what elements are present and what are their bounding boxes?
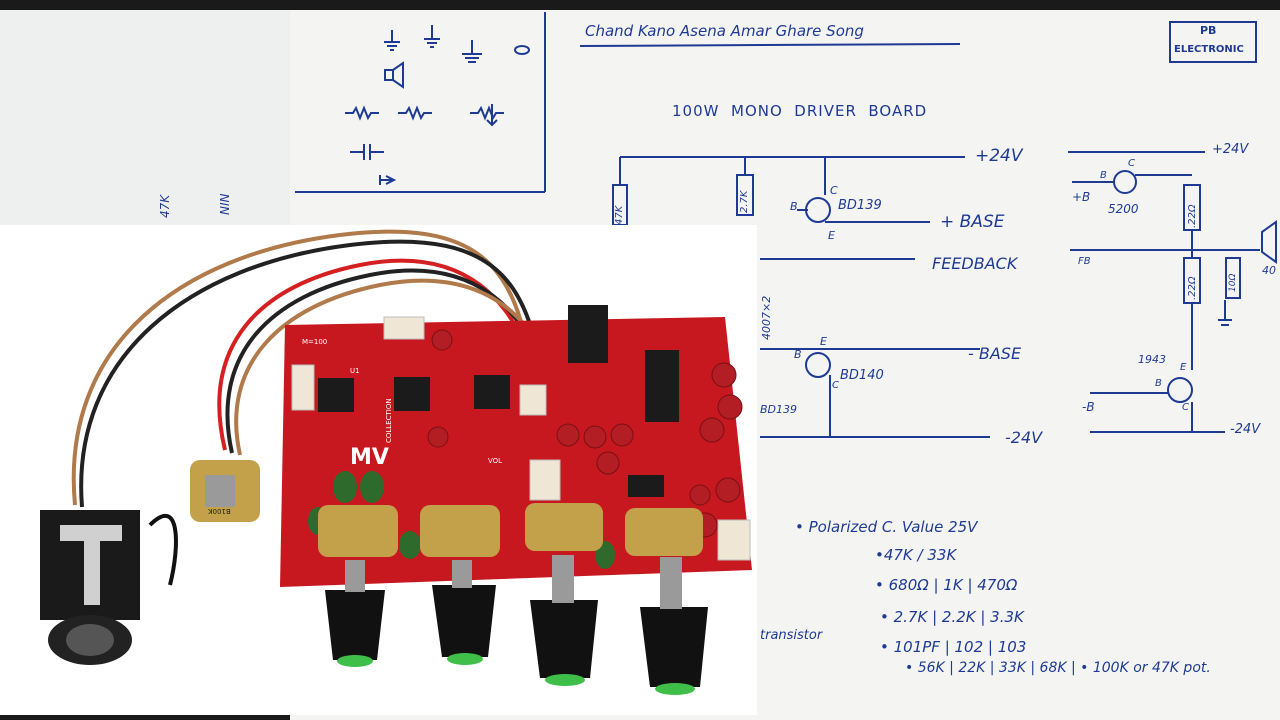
silk-collection: COLLECTION bbox=[385, 398, 393, 443]
note-2: •47K / 33K bbox=[875, 546, 957, 564]
silk-vol: VOL bbox=[488, 457, 503, 465]
label-minus-base: - BASE bbox=[968, 344, 1022, 363]
label-4007: 4007×2 bbox=[760, 295, 773, 340]
silk-top: M=100 bbox=[302, 338, 328, 346]
note-4: • 2.7K | 2.2K | 3.3K bbox=[880, 608, 1024, 626]
silk-brand: MV bbox=[350, 445, 389, 470]
pin-c-1943: C bbox=[1182, 402, 1189, 413]
label-feedback: FEEDBACK bbox=[932, 254, 1018, 273]
label-bd140: BD140 bbox=[840, 368, 884, 383]
pin-b-b: B bbox=[794, 348, 802, 361]
note-1: • Polarized C. Value 25V bbox=[795, 518, 978, 536]
label-plus-base: + BASE bbox=[940, 212, 1005, 232]
transistor-note: transistor bbox=[760, 628, 823, 643]
brand-pb: PB bbox=[1200, 24, 1217, 37]
pin-e-a: E bbox=[828, 229, 835, 242]
note-3: • 680Ω | 1K | 470Ω bbox=[875, 576, 1018, 594]
brand-electronic: ELECTRONIC bbox=[1174, 44, 1244, 55]
label-plus24-b: +24V bbox=[1212, 142, 1249, 157]
pin-b-a: B bbox=[790, 200, 798, 213]
pin-b-1943: B bbox=[1155, 378, 1162, 389]
left-label-47k: 47K bbox=[158, 194, 172, 218]
label-1943: 1943 bbox=[1138, 353, 1166, 366]
pin-e-1943: E bbox=[1180, 362, 1187, 373]
board-title: 100W MONO DRIVER BOARD bbox=[672, 102, 928, 120]
label-fb: FB bbox=[1078, 256, 1091, 267]
label-bd139: BD139 bbox=[838, 198, 882, 213]
left-label-nin: NIN bbox=[218, 193, 232, 216]
silk-u1: U1 bbox=[350, 367, 360, 375]
label-minus-b: -B bbox=[1082, 400, 1095, 414]
label-plus-b: +B bbox=[1072, 190, 1091, 204]
pin-c-b: C bbox=[832, 380, 839, 391]
pin-b-5200: B bbox=[1100, 170, 1107, 181]
label-47k: 47K bbox=[614, 205, 625, 225]
note-5: • 101PF | 102 | 103 bbox=[880, 638, 1027, 656]
label-plus24-a: +24V bbox=[975, 146, 1023, 166]
pin-c-5200: C bbox=[1128, 158, 1135, 169]
label-r10: 10Ω bbox=[1228, 273, 1238, 292]
song-title: Chand Kano Asena Amar Ghare Song bbox=[585, 22, 864, 40]
label-27k: 2.7K bbox=[739, 190, 750, 213]
label-r22-b: .22Ω bbox=[1187, 276, 1198, 300]
label-40: 40 bbox=[1262, 264, 1276, 277]
pin-c-a: C bbox=[830, 184, 838, 197]
label-bd139-b: BD139 bbox=[760, 403, 798, 416]
board-photo: M=100 U1 COLLECTION MV VOL B100K bbox=[0, 225, 757, 715]
label-minus24-a: -24V bbox=[1005, 428, 1043, 447]
pot-label: B100K bbox=[208, 507, 231, 515]
label-5200: 5200 bbox=[1108, 202, 1139, 216]
pin-e-b: E bbox=[820, 335, 827, 348]
note-6: • 56K | 22K | 33K | 68K | • 100K or 47K … bbox=[905, 660, 1211, 676]
label-minus24-b: -24V bbox=[1230, 422, 1261, 437]
board-drawing bbox=[40, 229, 752, 695]
label-r22-a: .22Ω bbox=[1187, 204, 1198, 228]
paper-left-edge bbox=[0, 10, 300, 225]
